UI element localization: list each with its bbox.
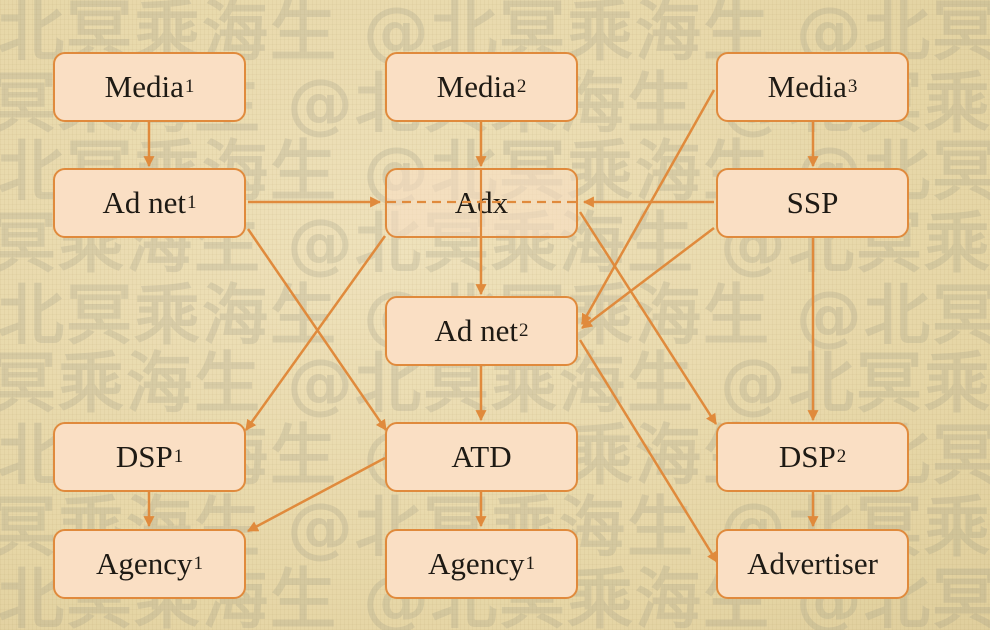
edge-adnet2-advertiser bbox=[578, 339, 719, 563]
node-label: DSP bbox=[115, 439, 173, 474]
node-label: Advertiser bbox=[747, 546, 878, 581]
edge-ssp-adnet2 bbox=[581, 227, 715, 329]
node-ssp: SSP bbox=[716, 168, 909, 238]
node-label: ATD bbox=[451, 439, 512, 474]
node-label: Media bbox=[767, 69, 847, 104]
node-subscript: 3 bbox=[847, 76, 858, 97]
node-label: Agency bbox=[428, 546, 525, 581]
node-subscript: 2 bbox=[836, 446, 847, 467]
edge-adx-dsp2 bbox=[578, 211, 718, 425]
node-adx: Adx bbox=[385, 168, 578, 238]
node-subscript: 2 bbox=[516, 76, 527, 97]
edge-media3-adnet2 bbox=[580, 89, 716, 325]
node-label: Media bbox=[104, 69, 184, 104]
node-advertiser: Advertiser bbox=[716, 529, 909, 599]
node-label: Ad net bbox=[102, 185, 186, 220]
node-label: Ad net bbox=[434, 313, 518, 348]
node-subscript: 1 bbox=[184, 76, 195, 97]
node-label: SSP bbox=[786, 185, 839, 220]
node-label: DSP bbox=[778, 439, 836, 474]
edge-atd-agency1-left bbox=[247, 456, 386, 533]
node-label: Agency bbox=[96, 546, 193, 581]
node-subscript: 1 bbox=[525, 553, 535, 574]
node-label: Adx bbox=[454, 185, 509, 220]
node-subscript: 1 bbox=[187, 192, 197, 213]
node-subscript: 1 bbox=[173, 446, 184, 467]
edge-adx-dsp1 bbox=[244, 235, 387, 431]
node-subscript: 1 bbox=[193, 553, 203, 574]
node-subscript: 2 bbox=[519, 320, 529, 341]
node-atd: ATD bbox=[385, 422, 578, 492]
node-label: Media bbox=[436, 69, 516, 104]
